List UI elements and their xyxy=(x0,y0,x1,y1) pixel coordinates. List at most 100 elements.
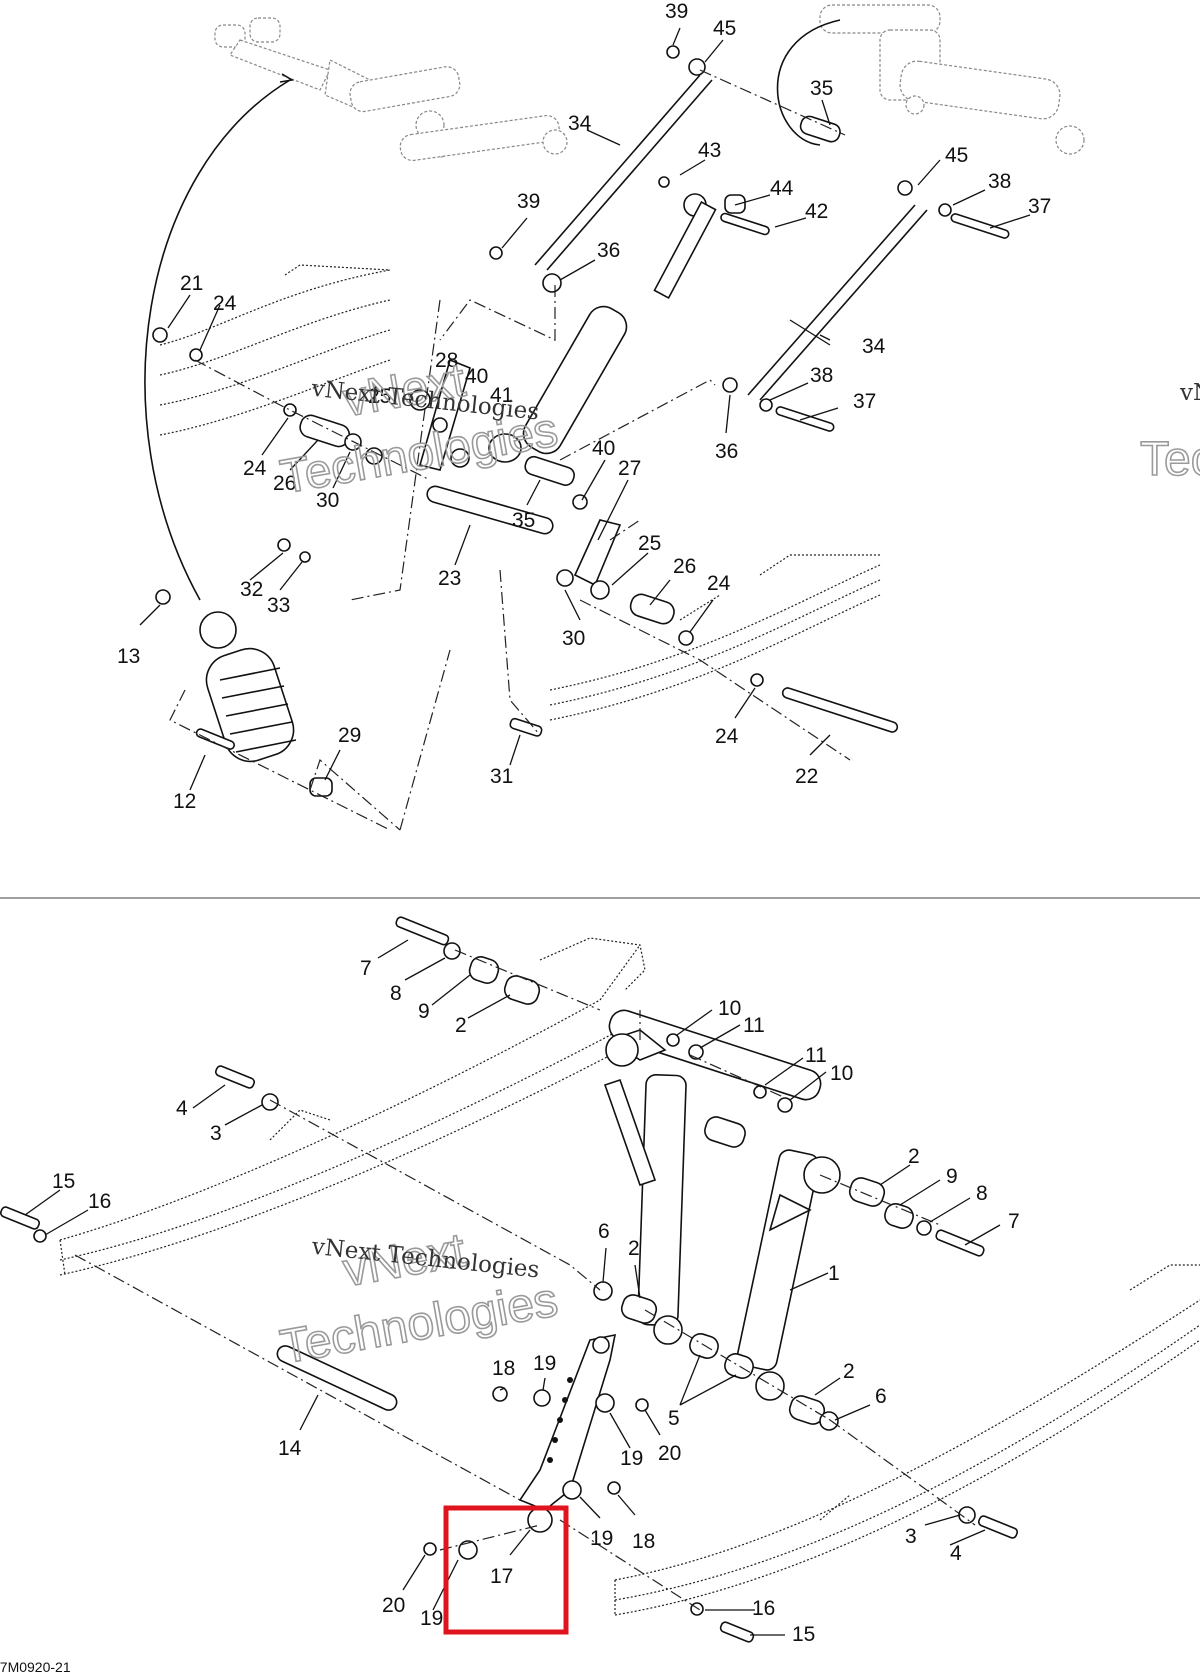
callout: 39 xyxy=(517,190,540,213)
callout: 5 xyxy=(668,1407,680,1430)
callout: 9 xyxy=(418,1000,430,1023)
callout: 30 xyxy=(316,489,339,512)
watermark-outline-2: Technologies xyxy=(277,1274,562,1375)
bushing-26-right xyxy=(629,593,675,625)
callout: 10 xyxy=(718,997,741,1020)
callout: 40 xyxy=(465,365,488,388)
callout: 15 xyxy=(792,1623,815,1646)
callout: 2 xyxy=(843,1360,855,1383)
callout: 16 xyxy=(88,1190,111,1213)
link-34-left-edge xyxy=(546,79,713,271)
arrow-head-left xyxy=(279,73,295,83)
callout: 2 xyxy=(908,1145,920,1168)
callout: 12 xyxy=(173,790,196,813)
callout: 7 xyxy=(1008,1210,1020,1233)
callout: 9 xyxy=(946,1165,958,1188)
callout: 43 xyxy=(698,139,721,162)
callout: 42 xyxy=(805,200,828,223)
callout: 19 xyxy=(420,1607,443,1630)
callout: 36 xyxy=(597,239,620,262)
link-34-right xyxy=(747,204,916,396)
bushing-5-b xyxy=(724,1353,754,1379)
callout: 34 xyxy=(862,335,886,358)
bolt-12 xyxy=(195,728,236,750)
callout: 3 xyxy=(210,1122,222,1145)
callout: 25 xyxy=(368,385,391,408)
callout: 23 xyxy=(438,567,461,590)
shaft-14 xyxy=(276,1345,398,1411)
callout: 24 xyxy=(243,457,267,480)
callout: 8 xyxy=(976,1182,988,1205)
bolt-15-top xyxy=(0,1206,41,1230)
callout: 17 xyxy=(490,1565,513,1588)
callout: 27 xyxy=(618,457,641,480)
callout: 4 xyxy=(176,1097,188,1120)
bushing-2-mid xyxy=(620,1294,658,1324)
callout: 22 xyxy=(795,765,818,788)
callout: 4 xyxy=(950,1542,962,1565)
top-leaders xyxy=(139,27,1031,791)
bolt-7-top xyxy=(395,916,450,946)
callout: 26 xyxy=(273,472,296,495)
callout: 6 xyxy=(875,1385,887,1408)
callout: 11 xyxy=(805,1044,827,1067)
bolt-42 xyxy=(720,212,770,236)
callout: 21 xyxy=(180,272,203,295)
callout: 8 xyxy=(390,982,402,1005)
a-arm-1 xyxy=(603,1009,841,1401)
top-left-rail xyxy=(159,264,391,436)
main-shock xyxy=(195,611,333,797)
bushing-5-a xyxy=(689,1333,719,1359)
callout: 32 xyxy=(240,578,263,601)
rear-arm-ghost xyxy=(819,4,1085,155)
callout: 44 xyxy=(770,177,794,200)
top-callouts: 39 45 35 34 43 44 42 45 38 37 39 36 21 2… xyxy=(117,0,1051,813)
callout: 33 xyxy=(267,594,290,617)
callout: 13 xyxy=(117,645,140,668)
callout: 3 xyxy=(905,1525,917,1548)
callout: 28 xyxy=(435,349,458,372)
bolt-22 xyxy=(781,687,899,733)
callout: 30 xyxy=(562,627,585,650)
bushing-35-top xyxy=(799,115,841,143)
bolt-31 xyxy=(509,717,543,737)
bottom-assembly: 7 8 9 2 10 11 11 10 4 3 2 9 8 7 15 16 6 … xyxy=(0,916,1200,1646)
link-34-left xyxy=(534,74,701,266)
top-right-rail xyxy=(549,554,881,721)
figure-code: 27M0920-21 xyxy=(0,1659,71,1675)
callout: 20 xyxy=(382,1594,405,1617)
callout: 16 xyxy=(752,1597,775,1620)
callout: 2 xyxy=(628,1237,640,1260)
callout: 38 xyxy=(810,364,833,387)
callout: 24 xyxy=(707,572,731,595)
pivot-arrow-left xyxy=(144,79,291,601)
callout: 35 xyxy=(810,77,833,100)
callout: 31 xyxy=(490,765,513,788)
callout: 41 xyxy=(490,384,513,407)
callout: 14 xyxy=(278,1437,302,1460)
callout: 6 xyxy=(598,1220,610,1243)
callout: 24 xyxy=(213,292,237,315)
callout: 39 xyxy=(665,0,688,23)
top-axis-lines xyxy=(169,69,851,831)
callout: 29 xyxy=(338,724,361,747)
callout: 36 xyxy=(715,440,738,463)
bolt-15-bottom xyxy=(719,1621,755,1643)
bottom-axis-lines xyxy=(74,949,976,1611)
callout: 38 xyxy=(988,170,1011,193)
callout: 19 xyxy=(533,1352,556,1375)
shaft-23 xyxy=(426,485,554,535)
callout: 19 xyxy=(590,1527,613,1550)
callout: 19 xyxy=(620,1447,643,1470)
bushing-35-mid xyxy=(524,455,575,486)
callout: 11 xyxy=(743,1014,765,1037)
bushing-2-right xyxy=(848,1177,886,1207)
callout: 37 xyxy=(1028,195,1051,218)
bottom-right-rail xyxy=(614,1264,1200,1616)
bottom-hardware xyxy=(33,942,976,1616)
bolt-37-top xyxy=(950,213,1010,239)
bushing-9 xyxy=(468,956,500,984)
callout: 34 xyxy=(568,112,592,135)
arm-28 xyxy=(419,358,471,471)
